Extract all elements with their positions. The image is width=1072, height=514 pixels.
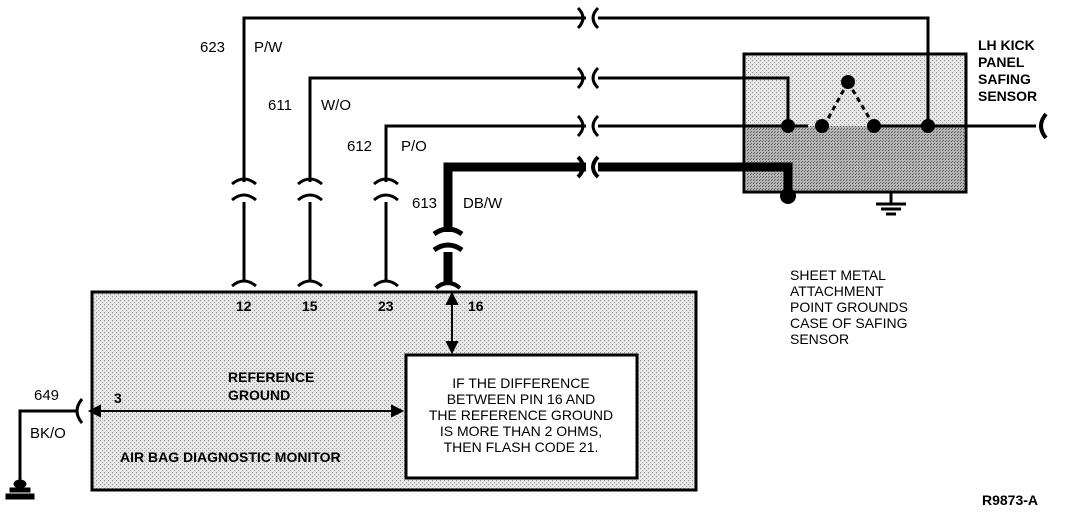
ground-note-line: CASE OF SAFING [790,315,907,331]
chassis-ground-icon [5,479,35,500]
sensor-terminal-dots [780,75,935,204]
sensor-title-line: SENSOR [978,88,1037,104]
ground-note: SHEET METAL ATTACHMENT POINT GROUNDS CAS… [790,267,908,347]
circuit-613-color: DB/W [463,195,503,212]
callout-line: IS MORE THAN 2 OHMS, [440,423,602,439]
callout-box [404,353,639,480]
sensor-output-connector-icon [1039,112,1048,140]
circuit-612-number: 612 [347,138,372,155]
pin16-arrow [445,291,459,355]
reference-ground-label: GROUND [228,387,290,403]
ground-note-line: SHEET METAL [790,267,886,283]
callout-line: IF THE DIFFERENCE [452,375,589,391]
sensor-title-line: PANEL [978,54,1025,70]
pin-15-label: 15 [302,298,318,314]
circuit-611-color: W/O [321,97,351,114]
circuit-649-color: BK/O [30,425,66,442]
case-ground-icon [876,192,906,216]
figure-id: R9873-A [982,492,1038,508]
wire-connector-icons [231,177,464,290]
pin-3-label: 3 [114,390,122,406]
pin-23-label: 23 [378,298,394,314]
reference-ground-label: REFERENCE [228,369,314,385]
circuit-612-wire [384,124,788,280]
circuit-613-wire [443,162,793,282]
circuit-649-wire [18,398,84,482]
pin-16-label: 16 [468,298,484,314]
sensor-title-line: SAFING [978,71,1031,87]
callout-line: THE REFERENCE GROUND [429,407,613,423]
ground-note-line: ATTACHMENT [790,283,884,299]
ground-note-line: POINT GROUNDS [790,299,908,315]
ground-note-line: SENSOR [790,331,849,347]
callout-line: THEN FLASH CODE 21. [444,439,599,455]
circuit-623-number: 623 [200,39,225,56]
callout-line: BETWEEN PIN 16 AND [447,391,596,407]
sensor-title: LH KICK PANEL SAFING SENSOR [978,37,1037,104]
circuit-613-number: 613 [412,195,437,212]
circuit-612-color: P/O [401,138,427,155]
circuit-611-wire [308,76,790,280]
circuit-623-color: P/W [254,39,283,56]
circuit-623-wire [242,16,930,280]
inline-connector-icons [576,6,600,179]
circuit-611-number: 611 [268,97,292,114]
sensor-title-line: LH KICK [978,37,1035,53]
circuit-649-number: 649 [34,387,59,404]
reference-ground-arrow [87,404,405,418]
callout-text: IF THE DIFFERENCE BETWEEN PIN 16 AND THE… [429,375,613,455]
pin-12-label: 12 [236,298,252,314]
monitor-name: AIR BAG DIAGNOSTIC MONITOR [120,449,341,465]
